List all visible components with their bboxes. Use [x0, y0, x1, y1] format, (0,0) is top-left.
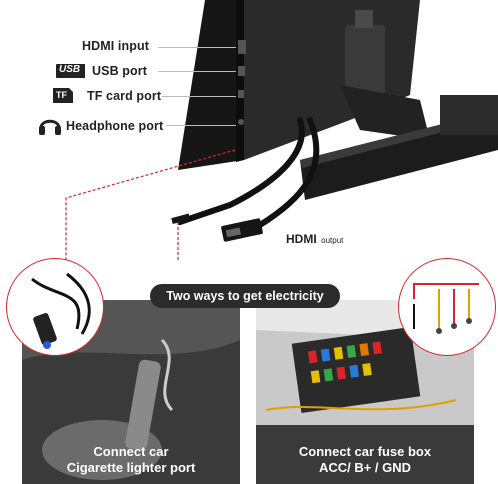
headphone-icon [38, 114, 62, 136]
tf-badge-text: TF [56, 90, 67, 100]
right-caption-line1: Connect car fuse box [298, 444, 432, 459]
guide-hdmi [158, 47, 236, 48]
mount-arm [340, 85, 430, 140]
mount-plate [345, 25, 385, 95]
red-guide-left [65, 149, 236, 260]
red-guide-right [177, 222, 179, 260]
fuse-wire-inset [398, 258, 496, 356]
left-caption-line1: Connect car [93, 444, 169, 459]
usb-icon: USB [54, 63, 86, 79]
guide-usb [158, 71, 236, 72]
cable-hdmi [257, 117, 320, 228]
power-tip [171, 213, 191, 225]
hdmi-output-main: HDMI [286, 232, 317, 246]
tf-port [238, 90, 244, 98]
guide-tf [162, 96, 236, 97]
hdmi-input-label: HDMI input [82, 39, 149, 53]
hdmi-port [238, 40, 246, 54]
hdmi-output-sub: output [321, 236, 344, 245]
headphone-port [238, 119, 244, 125]
headphone-port-label: Headphone port [66, 119, 164, 133]
usb-port [238, 66, 245, 76]
tf-card-port-label: TF card port [87, 89, 162, 103]
hdmi-output-label: HDMI output [286, 230, 343, 248]
monitor-back [240, 0, 420, 160]
usb-badge-text: USB [59, 64, 81, 75]
monitor-body [178, 0, 244, 170]
monitor-illustration [65, 0, 498, 260]
usb-port-label: USB port [92, 64, 147, 78]
guide-headphone [166, 125, 236, 126]
tf-card-icon: TF [52, 87, 74, 104]
cigarette-plug-inset [6, 258, 104, 356]
hdmi-connector [221, 218, 263, 242]
left-caption-line2: Cigarette lighter port [66, 460, 196, 475]
cable-power [177, 117, 305, 225]
electricity-banner: Two ways to get electricity [150, 284, 340, 308]
right-caption-line2: ACC/ B+ / GND [318, 460, 412, 475]
